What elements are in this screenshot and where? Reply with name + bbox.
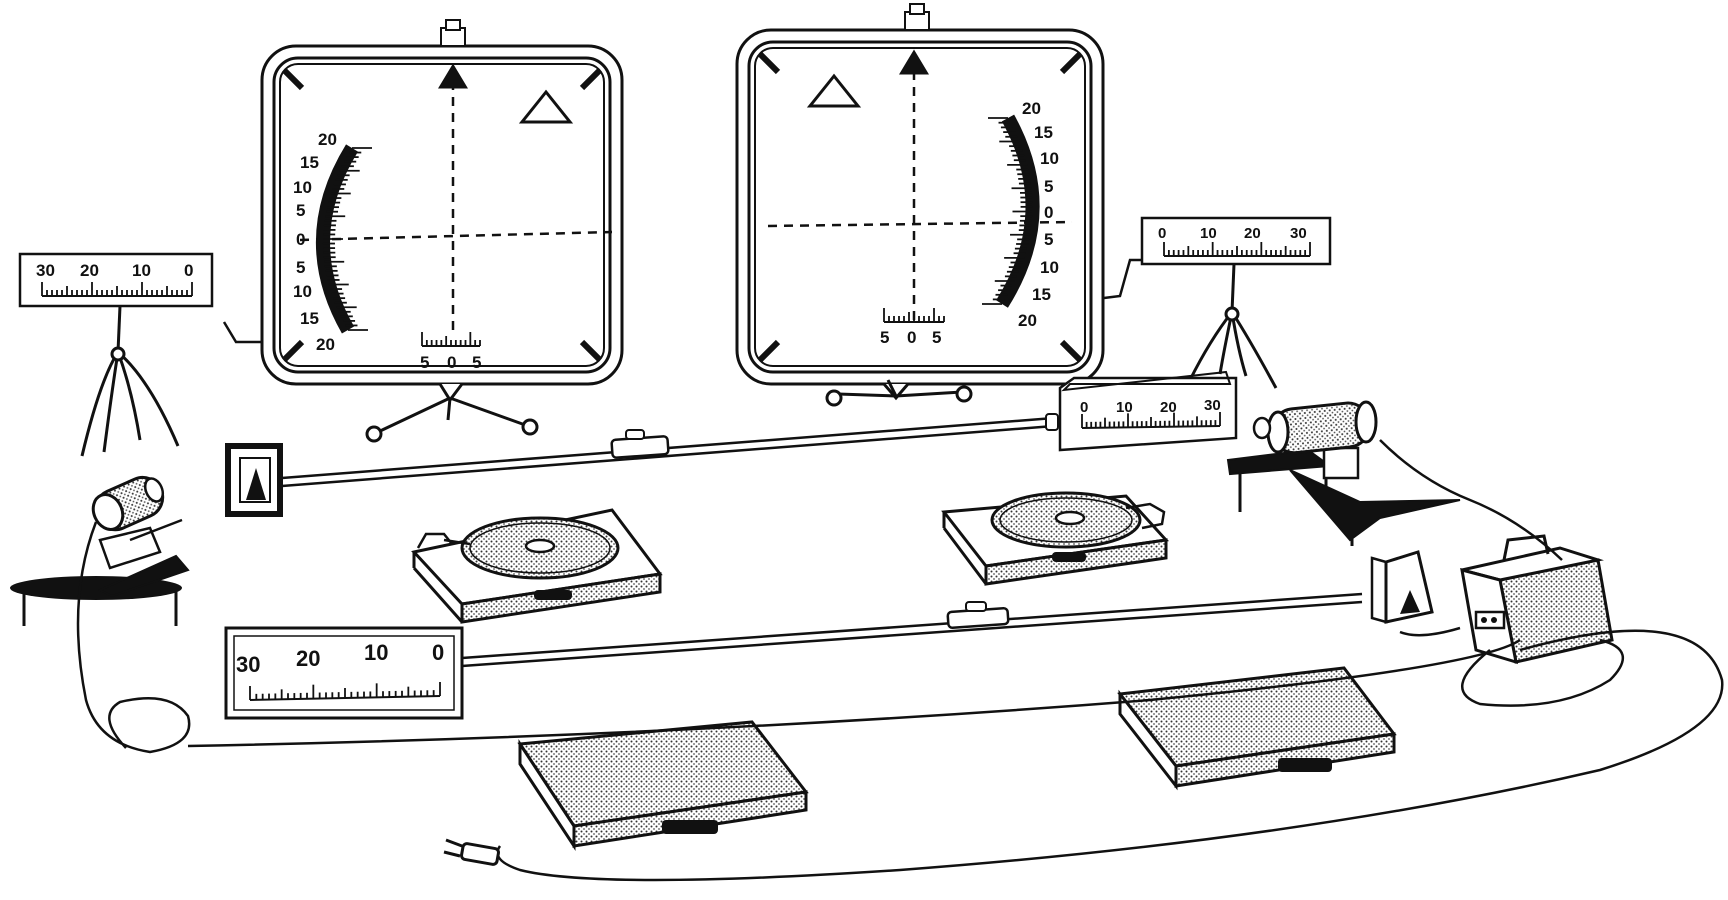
- arc-label: 5: [296, 201, 305, 220]
- triangle-icon: [1400, 590, 1420, 614]
- triangle-icon: [246, 468, 266, 500]
- arc-label: 15: [1032, 285, 1051, 304]
- arc-label: 0: [1044, 203, 1053, 222]
- cables: [76, 439, 1724, 882]
- pedal-right: [1117, 666, 1397, 791]
- right-screen-arc-scale: 20 15 10 5 0 5 10 15 20: [1018, 99, 1059, 330]
- bottom-label: 5: [932, 328, 941, 347]
- ruler-label: 30: [1204, 397, 1221, 414]
- arc-label: 5: [296, 258, 305, 277]
- triangle-icon: [518, 89, 574, 124]
- ruler-label: 0: [432, 640, 444, 665]
- arc-label: 10: [293, 282, 312, 301]
- arc-label: 5: [1044, 230, 1053, 249]
- ruler-label: 20: [80, 261, 99, 280]
- left-screen-bottom-scale: 5 0 5: [420, 353, 481, 372]
- left-screen: 20 15 10 5 0 5 10 15 20 5 0 5: [222, 19, 624, 443]
- ruler-label: 30: [236, 652, 260, 677]
- arc-label: 20: [318, 130, 337, 149]
- ruler-label: 0: [1080, 399, 1088, 416]
- arc-label: 10: [1040, 258, 1059, 277]
- bottom-label: 0: [907, 328, 916, 347]
- tripod-left: [80, 305, 180, 457]
- arc-label: 0: [296, 230, 305, 249]
- arc-label: 15: [300, 153, 319, 172]
- ruler-label: 30: [36, 261, 55, 280]
- pedal-left: [517, 720, 809, 852]
- bottom-label: 5: [880, 328, 889, 347]
- ruler-label: 10: [1200, 225, 1217, 242]
- ruler-label: 0: [184, 261, 193, 280]
- ruler-label: 30: [1290, 225, 1307, 242]
- control-box: [1460, 534, 1614, 665]
- triangle-icon: [806, 73, 862, 108]
- tripod-right: [1188, 263, 1278, 389]
- ruler-top-right: 0 10 20 30: [1103, 216, 1332, 300]
- ruler-label: 20: [296, 646, 320, 671]
- bottom-label: 5: [420, 353, 429, 372]
- left-screen-arc-scale: 20 15 10 5 0 5 10 15 20: [293, 130, 337, 354]
- plug-icon: [443, 838, 500, 866]
- ruler-block-right: 0 10 20 30: [1058, 370, 1238, 452]
- triangle-card-left: [225, 443, 283, 517]
- ruler-label: 20: [1244, 225, 1261, 242]
- arc-label: 15: [1034, 123, 1053, 142]
- ruler-label: 10: [1116, 399, 1133, 416]
- arc-label: 10: [293, 178, 312, 197]
- right-screen: 20 15 10 5 0 5 10 15 20 5 0 5: [735, 3, 1105, 407]
- triangle-card-right: [1370, 550, 1434, 624]
- ruler-label: 10: [132, 261, 151, 280]
- right-screen-bottom-scale: 5 0 5: [880, 328, 941, 347]
- ruler-top-left: 30 20 10 0: [18, 252, 214, 308]
- bottom-rail: [461, 592, 1363, 668]
- ruler-label: 0: [1158, 225, 1166, 242]
- ruler-bottom-left: 30 20 10 0: [224, 626, 464, 720]
- arc-label: 20: [1022, 99, 1041, 118]
- arc-label: 15: [300, 309, 319, 328]
- arc-label: 20: [316, 335, 335, 354]
- arc-label: 5: [1044, 177, 1053, 196]
- turntable-right: [941, 491, 1170, 586]
- projector-left: [10, 475, 190, 626]
- turntable-left: [411, 508, 663, 624]
- arc-label: 10: [1040, 149, 1059, 168]
- arc-label: 20: [1018, 311, 1037, 330]
- ruler-label: 10: [364, 640, 388, 665]
- bottom-label: 5: [472, 353, 481, 372]
- top-rail: [281, 413, 1059, 488]
- projector-right: [1226, 400, 1461, 546]
- ruler-label: 20: [1160, 399, 1177, 416]
- bottom-label: 0: [447, 353, 456, 372]
